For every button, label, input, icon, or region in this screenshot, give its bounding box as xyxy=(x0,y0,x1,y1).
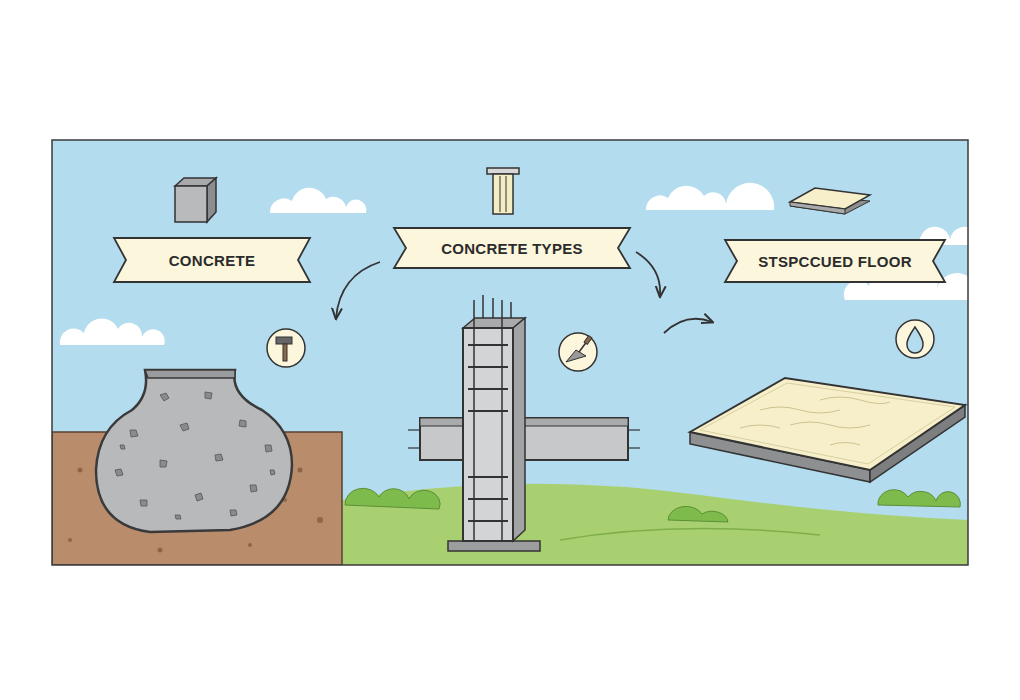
trowel-icon xyxy=(559,333,597,371)
bushes xyxy=(345,488,960,522)
water-drop-icon xyxy=(896,320,934,358)
aggregate xyxy=(115,392,275,519)
cube-icon xyxy=(175,178,216,222)
sky-panel xyxy=(52,140,968,565)
base-plate xyxy=(448,541,540,551)
slab-icon xyxy=(790,188,870,214)
banner-label: CONCRETE xyxy=(169,252,256,269)
hammer-icon xyxy=(267,329,305,367)
column-icon xyxy=(487,168,519,214)
banner-label: CONCRETE TYPES xyxy=(441,240,583,257)
floor-slab xyxy=(690,378,965,482)
ribbon-banner: CONCRETE xyxy=(114,238,310,282)
ribbon-banner: CONCRETE TYPES xyxy=(394,228,630,268)
reinforced-column xyxy=(463,295,525,541)
ribbon-banner: STSPCCUED FLOOR xyxy=(725,240,945,282)
clouds xyxy=(60,183,968,345)
grass-hill xyxy=(342,484,968,565)
banner-label: STSPCCUED FLOOR xyxy=(758,253,912,270)
concrete-footing xyxy=(96,370,292,532)
